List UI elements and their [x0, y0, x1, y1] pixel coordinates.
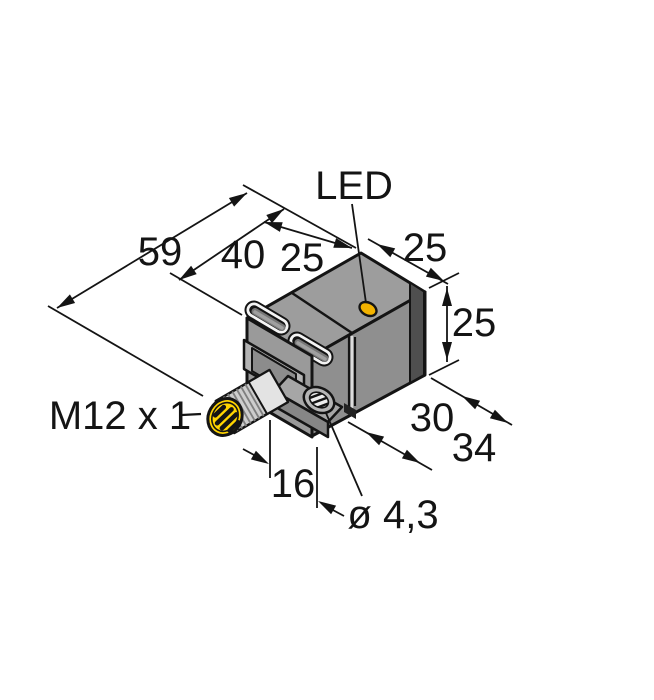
ext-line-connector-tip — [47, 305, 204, 397]
sensor-body — [206, 251, 427, 439]
arrow-34-inner — [366, 432, 385, 446]
arrow-25height-top — [442, 288, 452, 306]
led-indicator — [358, 300, 378, 318]
ext-line-bottom-right — [428, 359, 460, 376]
mounting-slots — [244, 300, 334, 367]
ext-line-rear-top — [242, 184, 357, 249]
arrow-40-left — [179, 265, 197, 280]
thread-label: M12 x 1 — [49, 394, 191, 438]
mounting-hole — [302, 385, 336, 415]
arrow-25height-bottom — [442, 342, 452, 360]
arrow-25width-left — [377, 244, 396, 258]
arrowheads — [57, 193, 508, 515]
connector — [206, 368, 290, 437]
connector-collar — [247, 369, 289, 415]
arrow-59-left — [57, 294, 76, 308]
dim-16-label: 16 — [271, 462, 316, 506]
arrow-30-outer — [489, 409, 508, 423]
led-leader — [351, 203, 367, 304]
arrow-25width-right — [425, 267, 444, 281]
arrow-16-right — [318, 501, 337, 515]
connector-thread-symbol — [212, 404, 241, 433]
arrow-30-inner — [462, 396, 481, 410]
section-boundary-top — [291, 291, 353, 335]
dim-line-59 — [56, 192, 248, 309]
bracket-step-shadow — [344, 403, 356, 419]
led-dot — [358, 300, 378, 318]
led-label: LED — [315, 164, 393, 208]
arrow-25top-left — [264, 222, 283, 232]
dim-line-40 — [178, 208, 285, 281]
ext-line-front-face — [169, 272, 243, 316]
slot-1-floor — [253, 310, 284, 330]
ext-line-top-right — [428, 272, 460, 289]
arrow-40-right — [266, 209, 284, 224]
thread-leader — [181, 412, 202, 417]
dim-59-label: 59 — [138, 230, 183, 274]
arrow-16-left — [250, 450, 269, 464]
arrow-34-outer — [401, 449, 420, 463]
hole-leader — [325, 412, 363, 497]
labels: LED 59 40 25 25 25 30 34 16 ø 4,3 M12 x … — [49, 164, 496, 537]
dim-25-top-label: 25 — [280, 236, 325, 280]
hole-diameter-label: ø 4,3 — [347, 493, 438, 537]
dim-34-label: 34 — [452, 426, 497, 470]
dim-40-label: 40 — [221, 233, 266, 277]
arrow-59-right — [228, 193, 247, 207]
dim-30-label: 30 — [410, 396, 455, 440]
rear-face-band — [409, 281, 425, 384]
slot-2-floor — [296, 341, 327, 361]
leader-lines — [181, 203, 367, 497]
dim-25-width-label: 25 — [403, 226, 448, 270]
arrow-25top-right — [333, 238, 352, 248]
dim-25-height-label: 25 — [452, 301, 497, 345]
